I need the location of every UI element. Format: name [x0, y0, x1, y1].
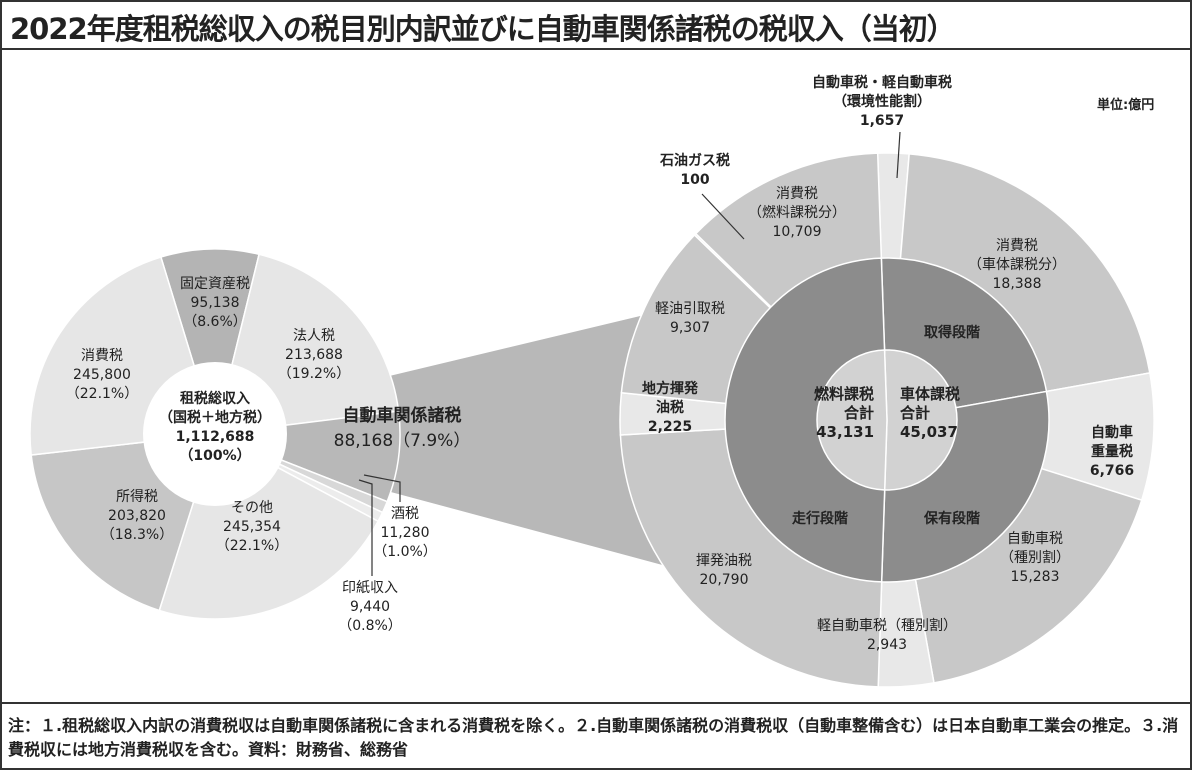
leader-line-lpg: [701, 193, 745, 240]
label-ownership-stage: 保有段階: [924, 511, 980, 527]
label-kei-auto-tax: 軽自動車税（種別割） 2,943: [817, 618, 957, 653]
label-lpg-tax: 石油ガス税 100: [660, 153, 730, 188]
footnote: 注：１.租税総収入内訳の消費税収は自動車関係諸税に含まれる消費税を除く。２.自動…: [8, 716, 1179, 759]
inner-slice-0: [883, 349, 958, 491]
label-gasoline-tax: 揮発油税 20,790: [696, 553, 752, 588]
label-local-gasoline-tax: 地方揮発 油税 2,225: [642, 381, 698, 435]
label-corporate-tax: 法人税 213,688 （19.2%）: [277, 328, 351, 382]
label-auto-tax-type: 自動車税 （種別割） 15,283: [1000, 531, 1070, 585]
label-diesel-tax: 軽油引取税 9,307: [655, 301, 725, 336]
inner-slice-1: [816, 349, 888, 491]
label-total-revenue: 租税総収入 （国税＋地方税） 1,112,688 （100%）: [159, 391, 271, 464]
unit-label: 単位:億円: [1097, 98, 1155, 113]
label-env-performance: 自動車税・軽自動車税 （環境性能割） 1,657: [812, 75, 952, 129]
label-fixed-asset-tax: 固定資産税 95,138 （8.6%）: [180, 276, 250, 330]
leader-line-liquor: [363, 474, 401, 502]
left-donut-hole: [143, 362, 287, 506]
label-consumption-tax: 消費税 245,800 （22.1%）: [65, 348, 139, 402]
label-liquor-tax: 酒税 11,280 （1.0%）: [373, 506, 437, 560]
label-acquisition-stage: 取得段階: [924, 325, 980, 341]
label-income-tax: 所得税 203,820 （18.3%）: [100, 489, 174, 543]
leader-line-stamp: [358, 479, 373, 576]
label-weight-tax: 自動車 重量税 6,766: [1089, 425, 1135, 479]
label-body-total: 車体課税 合計 45,037: [899, 385, 961, 441]
label-auto-taxes-value: 88,168（7.9%）: [333, 431, 471, 451]
label-consumption-fuel: 消費税 （燃料課税分） 10,709: [748, 186, 846, 240]
label-other: その他 245,354 （22.1%）: [215, 500, 289, 554]
label-stamp-revenue: 印紙収入 9,440 （0.8%）: [338, 580, 402, 634]
title-divider: [2, 48, 1190, 50]
label-driving-stage: 走行段階: [792, 511, 848, 527]
chart-title: 2022年度租税総収入の税目別内訳並びに自動車関係諸税の税収入（当初）: [10, 12, 956, 46]
leader-line-env: [896, 131, 901, 179]
exploded-wedge: [272, 300, 707, 577]
label-auto-taxes: 自動車関係諸税: [342, 406, 462, 426]
middle-slice-2: [724, 257, 888, 583]
label-consumption-body: 消費税 （車体課税分） 18,388: [968, 238, 1066, 292]
note-divider: [2, 702, 1190, 704]
label-fuel-total: 燃料課税 合計 43,131: [813, 385, 875, 441]
